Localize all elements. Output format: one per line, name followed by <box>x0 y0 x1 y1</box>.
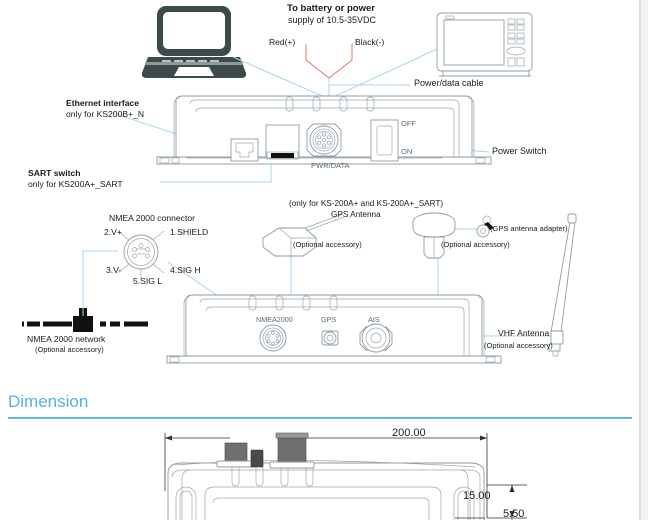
pwr-data-port-label: PWR/DATA <box>311 161 350 170</box>
top-diagram-artwork <box>112 6 533 183</box>
ethernet-label-line2: only for KS200B+_N <box>66 109 145 119</box>
pwr-data-connector-art <box>306 123 342 157</box>
nmea-connector-title: NMEA 2000 connector <box>109 213 195 223</box>
heading-divider <box>8 417 632 419</box>
nmea-pinout-art <box>117 230 165 279</box>
switch-on-label: ON <box>401 147 413 156</box>
page-scroll-edge[interactable] <box>640 0 648 520</box>
power-switch-label: Power Switch <box>492 146 547 156</box>
pin-1-label: 1.SHIELD <box>170 227 209 237</box>
dimension-drawing-artwork <box>164 432 527 520</box>
nmea-network-optional: (Optional accessory) <box>35 345 104 354</box>
nmea-network-art <box>22 308 148 332</box>
page-title: Dimension <box>8 392 89 411</box>
gps-right-optional: (Optional accessory) <box>441 240 510 249</box>
height-dimension-value: 15.00 <box>463 490 491 502</box>
ethernet-label-line1: Ethernet interface <box>66 98 140 108</box>
sart-label-line1: SART switch <box>28 168 81 178</box>
gps-left-optional: (Optional accessory) <box>293 240 362 249</box>
device-dimension-outline <box>167 432 485 520</box>
gps-adapter-label: (GPS antenna adapter) <box>490 224 568 233</box>
gps-antenna-patch-art <box>262 213 345 257</box>
width-dimension-value: 200.00 <box>392 427 426 439</box>
sart-switch-art <box>265 124 300 160</box>
depth-dimension-line <box>455 517 513 520</box>
gps-port-art <box>321 330 339 346</box>
port-gps-label: GPS <box>321 315 337 324</box>
vhf-antenna-label: VHF Antenna <box>498 328 550 338</box>
device-rear-view <box>166 294 502 364</box>
width-dimension-line <box>164 433 488 518</box>
pin-5-label: 5.SIG L <box>133 276 163 286</box>
switch-off-label: OFF <box>401 119 416 128</box>
power-source-subtitle: supply of 10.5-35VDC <box>288 15 377 25</box>
device-front-view <box>156 95 492 165</box>
connector-block-left <box>216 442 256 468</box>
connector-block-center <box>250 449 264 468</box>
connector-block-right <box>269 432 315 469</box>
port-nmea-label: NMEA2000 <box>256 315 293 324</box>
port-ais-label: AIS <box>368 315 380 324</box>
sart-label-line2: only for KS200A+_SART <box>28 179 123 189</box>
pin-2-label: 2.V+ <box>104 227 122 237</box>
ethernet-port-art <box>230 138 259 162</box>
laptop-icon <box>141 6 247 78</box>
nmea2000-port-art <box>259 324 287 352</box>
bottom-diagram-artwork <box>22 212 577 364</box>
pin-4-label: 4.SIG H <box>170 265 201 275</box>
gps-antenna-adapter-art <box>476 215 494 238</box>
ais-port-art <box>359 323 393 353</box>
height-dimension-line <box>487 484 527 519</box>
vhf-antenna-art <box>548 213 577 357</box>
vhf-optional-label: (Optional accessory) <box>484 341 553 350</box>
pin-3-label: 3.V- <box>106 265 122 275</box>
depth-dimension-value: 5.50 <box>503 508 525 520</box>
black-wire-label: Black(-) <box>355 37 385 47</box>
chartplotter-icon <box>436 12 533 77</box>
red-wire-label: Red(+) <box>269 37 296 47</box>
gps-antenna-title: GPS Antenna <box>331 210 381 219</box>
power-source-title: To battery or power <box>287 3 375 14</box>
gps-antenna-mushroom-art <box>412 212 456 259</box>
power-switch-art <box>370 119 399 162</box>
power-data-cable-label: Power/data cable <box>414 78 484 88</box>
gps-antenna-note: (only for KS-200A+ and KS-200A+_SART) <box>289 199 444 208</box>
nmea-network-label: NMEA 2000 network <box>27 334 106 344</box>
